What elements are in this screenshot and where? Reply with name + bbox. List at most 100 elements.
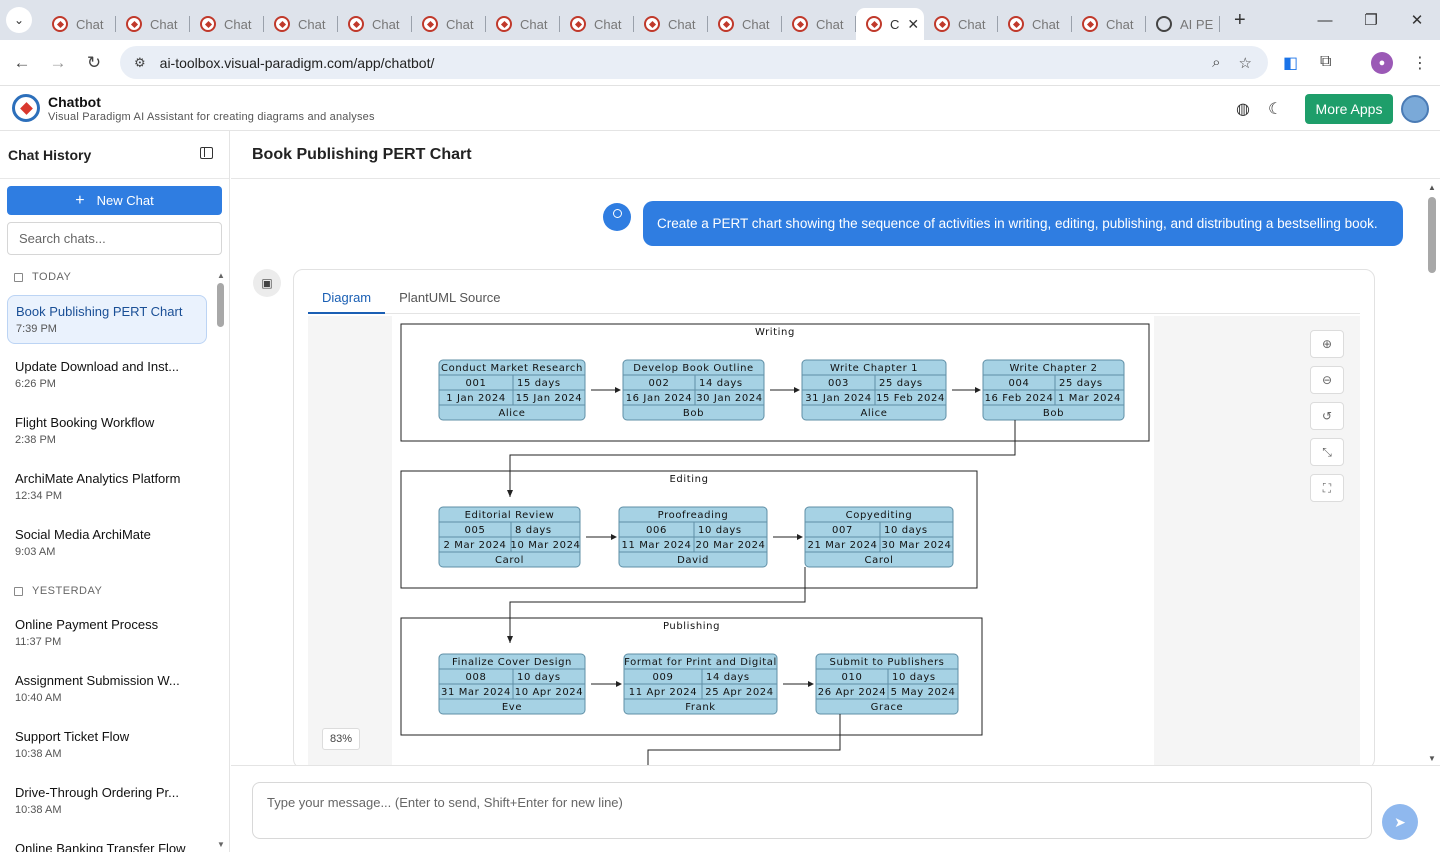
browser-menu-icon[interactable]: ⋮ <box>1412 53 1428 73</box>
reload-button[interactable]: ↻ <box>76 53 112 73</box>
browser-tab[interactable]: Chat <box>116 8 190 40</box>
cross-lane-arrow <box>510 567 805 643</box>
browser-tab[interactable]: Chat <box>190 8 264 40</box>
task-name: Develop Book Outline <box>633 363 754 374</box>
diagram-viewport[interactable]: WritingConduct Market Research00115 days… <box>308 316 1360 766</box>
task-duration: 15 days <box>517 378 561 389</box>
profile-avatar[interactable]: ● <box>1371 52 1393 74</box>
extension-icon[interactable]: ◧ <box>1283 53 1298 73</box>
browser-tab[interactable]: Chat <box>264 8 338 40</box>
chat-history-item[interactable]: ArchiMate Analytics Platform12:34 PM <box>7 463 207 519</box>
language-globe-icon[interactable]: ◍ <box>1236 99 1250 119</box>
chat-history-item[interactable]: Online Payment Process11:37 PM <box>7 609 207 665</box>
browser-tab[interactable]: AI PE <box>1146 8 1220 40</box>
browser-tabs: ChatChatChatChatChatChatChatChatChatChat… <box>42 0 1220 40</box>
zoom-level-indicator: 83% <box>322 728 360 750</box>
chat-history-item[interactable]: Online Banking Transfer Flow <box>7 833 207 852</box>
tab-label: Chat <box>446 17 473 32</box>
browser-tab[interactable]: C✕ <box>856 8 924 40</box>
fullscreen-icon[interactable]: ⛶ <box>1310 474 1344 502</box>
main-scrollbar[interactable]: ▲ ▼ <box>1426 183 1438 763</box>
browser-tab[interactable]: Chat <box>998 8 1072 40</box>
chat-title: Book Publishing PERT Chart <box>16 304 198 319</box>
search-chats-input[interactable] <box>7 222 222 255</box>
task-name: Write Chapter 1 <box>830 363 918 374</box>
extensions-puzzle-icon[interactable]: ⧉ <box>1320 53 1331 71</box>
browser-tab[interactable]: Chat <box>42 8 116 40</box>
scroll-up-arrow-icon[interactable]: ▲ <box>1428 183 1436 192</box>
browser-tab[interactable]: Chat <box>1072 8 1146 40</box>
zoom-icon[interactable]: ⌕ <box>1212 54 1220 72</box>
assistant-avatar[interactable] <box>1401 95 1429 123</box>
chat-history-item[interactable]: Social Media ArchiMate9:03 AM <box>7 519 207 575</box>
user-message-bubble: Create a PERT chart showing the sequence… <box>643 201 1403 246</box>
chat-time: 6:26 PM <box>15 378 199 390</box>
reset-view-icon[interactable]: ↺ <box>1310 402 1344 430</box>
zoom-in-icon[interactable]: ⊕ <box>1310 330 1344 358</box>
browser-tab[interactable]: Chat <box>486 8 560 40</box>
task-owner: Carol <box>865 555 894 566</box>
sidebar-scrollbar[interactable]: ▲ ▼ <box>216 271 225 849</box>
task-start-date: 11 Mar 2024 <box>622 540 692 551</box>
site-info-icon[interactable]: ⚙ <box>134 55 146 71</box>
tab-diagram[interactable]: Diagram <box>308 282 385 314</box>
more-apps-button[interactable]: More Apps <box>1305 94 1393 124</box>
fit-to-screen-icon[interactable]: ⤡ <box>1310 438 1344 466</box>
scroll-down-arrow-icon[interactable]: ▼ <box>1428 754 1436 763</box>
address-bar-row: ← → ↻ ⚙ ai-toolbox.visual-paradigm.com/a… <box>0 40 1440 86</box>
message-input[interactable] <box>252 782 1372 839</box>
task-start-date: 26 Apr 2024 <box>818 687 886 698</box>
scroll-down-arrow-icon[interactable]: ▼ <box>217 840 225 849</box>
tab-favicon-icon <box>644 16 660 32</box>
minimize-button[interactable]: — <box>1302 0 1348 40</box>
close-tab-icon[interactable]: ✕ <box>907 16 919 33</box>
new-chat-button[interactable]: + New Chat <box>7 186 222 215</box>
scroll-up-arrow-icon[interactable]: ▲ <box>217 271 225 280</box>
chat-history-item[interactable]: Book Publishing PERT Chart7:39 PM <box>7 295 207 344</box>
scrollbar-thumb[interactable] <box>1428 197 1436 273</box>
back-button[interactable]: ← <box>4 53 40 73</box>
chat-history-sidebar: Chat History + New Chat TODAYBook Publis… <box>0 131 230 852</box>
bookmark-star-icon[interactable]: ☆ <box>1239 54 1252 72</box>
browser-tab[interactable]: Chat <box>782 8 856 40</box>
browser-tab[interactable]: Chat <box>634 8 708 40</box>
zoom-out-icon[interactable]: ⊖ <box>1310 366 1344 394</box>
tab-search-button[interactable]: ⌄ <box>6 7 32 33</box>
spacer <box>0 601 215 609</box>
chat-history-item[interactable]: Support Ticket Flow10:38 AM <box>7 721 207 777</box>
task-owner: Alice <box>860 408 887 419</box>
browser-tab[interactable]: Chat <box>708 8 782 40</box>
tab-label: Chat <box>668 17 695 32</box>
arrowhead <box>507 636 513 643</box>
cross-lane-arrow <box>510 420 1015 497</box>
scrollbar-thumb[interactable] <box>217 283 224 327</box>
task-start-date: 31 Jan 2024 <box>805 393 872 404</box>
maximize-button[interactable]: ❐ <box>1348 0 1394 40</box>
task-duration: 14 days <box>706 672 750 683</box>
task-duration: 25 days <box>1059 378 1103 389</box>
task-id: 006 <box>646 525 667 536</box>
browser-tab[interactable]: Chat <box>560 8 634 40</box>
arrowhead <box>794 387 800 393</box>
chat-history-item[interactable]: Drive-Through Ordering Pr...10:38 AM <box>7 777 207 833</box>
forward-button[interactable]: → <box>40 53 76 73</box>
tab-label: Chat <box>76 17 103 32</box>
app-header: Chatbot Visual Paradigm AI Assistant for… <box>0 87 1440 131</box>
task-duration: 10 days <box>517 672 561 683</box>
chat-history-item[interactable]: Update Download and Inst...6:26 PM <box>7 351 207 407</box>
chat-history-item[interactable]: Flight Booking Workflow2:38 PM <box>7 407 207 463</box>
close-window-button[interactable]: ✕ <box>1394 0 1440 40</box>
new-tab-button[interactable]: + <box>1234 9 1246 32</box>
task-end-date: 30 Jan 2024 <box>696 393 763 404</box>
sidebar-toggle-icon[interactable] <box>200 147 213 159</box>
browser-tab[interactable]: Chat <box>338 8 412 40</box>
chat-history-item[interactable]: Assignment Submission W...10:40 AM <box>7 665 207 721</box>
app-logo <box>12 94 40 122</box>
send-button[interactable]: ➤ <box>1382 804 1418 840</box>
tab-plantuml-source[interactable]: PlantUML Source <box>385 282 514 314</box>
dark-mode-moon-icon[interactable]: ☾ <box>1268 99 1282 119</box>
browser-tab[interactable]: Chat <box>412 8 486 40</box>
tab-label: AI PE <box>1180 17 1213 32</box>
url-bar[interactable]: ⚙ ai-toolbox.visual-paradigm.com/app/cha… <box>120 46 1268 79</box>
browser-tab[interactable]: Chat <box>924 8 998 40</box>
